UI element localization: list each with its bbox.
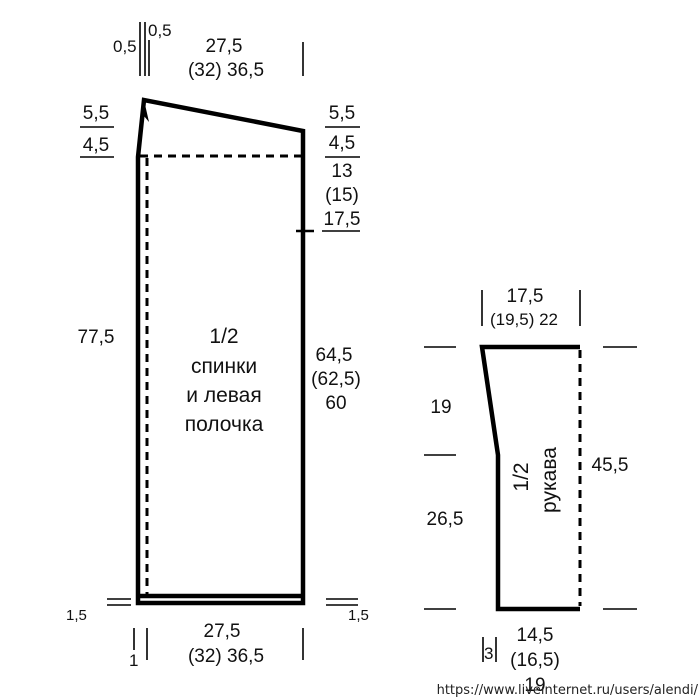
sleeve-piece: 17,5 (19,5) 22 19 26,5 45,5 1/2 рукава 3… xyxy=(424,286,637,696)
sleeve-total-height: 45,5 xyxy=(592,455,629,476)
left-shoulder-lower: 4,5 xyxy=(83,135,109,156)
band-right-label: 1,5 xyxy=(348,607,369,624)
body-piece: 0,5 0,5 27,5 (32) 36,5 5,5 4,5 5,5 4,5 1… xyxy=(66,21,369,670)
sleeve-bottom-width-line3: 19 xyxy=(524,675,545,696)
sleeve-lower-height: 26,5 xyxy=(427,509,464,530)
watermark-url: https://www.liveinternet.ru/users/alendi… xyxy=(437,683,699,698)
shoulder-tip-mark xyxy=(141,100,149,122)
body-title-line1: 1/2 xyxy=(209,325,238,348)
side-length-line1: 64,5 xyxy=(316,345,353,366)
bottom-width-line1: 27,5 xyxy=(204,621,241,642)
left-shoulder-upper: 5,5 xyxy=(83,103,109,124)
body-outline xyxy=(135,97,306,606)
armhole-line3: 17,5 xyxy=(324,209,361,230)
sleeve-bottom-width-line2: (16,5) xyxy=(510,650,560,671)
top-width-line2: (32) 36,5 xyxy=(188,60,264,81)
right-shoulder-lower: 4,5 xyxy=(329,133,355,154)
sleeve-top-width-line1: 17,5 xyxy=(507,286,544,307)
sleeve-title-line1: 1/2 xyxy=(510,462,533,491)
sleeve-top-width-line2: (19,5) 22 xyxy=(490,310,558,329)
bottom-offset: 1 xyxy=(129,651,138,670)
body-title-line3: и левая xyxy=(186,384,261,407)
body-title-line2: спинки xyxy=(191,355,257,378)
left-height: 77,5 xyxy=(78,327,115,348)
side-length-line3: 60 xyxy=(325,393,346,414)
top-offset-left: 0,5 xyxy=(113,37,137,56)
sleeve-upper-height: 19 xyxy=(430,397,451,418)
sleeve-outline xyxy=(479,344,580,612)
side-length-line2: (62,5) xyxy=(311,369,361,390)
top-width-line1: 27,5 xyxy=(206,36,243,57)
sleeve-title-line2: рукава xyxy=(538,447,561,513)
top-offset-right: 0,5 xyxy=(148,21,172,40)
band-left-label: 1,5 xyxy=(66,607,87,624)
armhole-line2: (15) xyxy=(325,185,359,206)
sleeve-cuff-offset: 3 xyxy=(484,644,493,663)
sleeve-bottom-width-line1: 14,5 xyxy=(517,625,554,646)
armhole-line1: 13 xyxy=(331,161,352,182)
bottom-width-line2: (32) 36,5 xyxy=(188,646,264,667)
right-shoulder-upper: 5,5 xyxy=(329,103,355,124)
body-title-line4: полочка xyxy=(185,413,264,436)
